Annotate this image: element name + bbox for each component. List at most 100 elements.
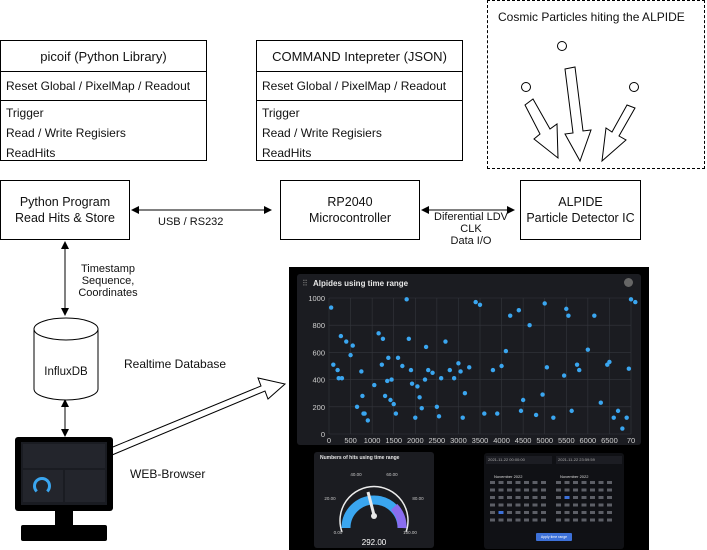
- apply-time-range-button[interactable]: Apply time range: [536, 533, 572, 541]
- calendar-day: [515, 488, 521, 492]
- particle-arrows: [521, 41, 639, 163]
- svg-text:80.00: 80.00: [412, 496, 424, 501]
- calendar-day: [607, 488, 612, 492]
- scatter-point: [408, 367, 414, 373]
- scatter-point: [339, 376, 345, 381]
- calendar-day: [556, 518, 561, 522]
- picoif-title: picoif (Python Library): [1, 41, 206, 72]
- x-tick-label: 1500: [385, 436, 402, 445]
- cosmic-particles-label: Cosmic Particles hiting the ALPIDE: [498, 10, 685, 24]
- calendar-day: [498, 511, 504, 514]
- influxdb-label: InfluxDB: [44, 366, 88, 378]
- scatter-point: [434, 404, 440, 409]
- scatter-point: [436, 414, 442, 419]
- scatter-point: [615, 408, 621, 414]
- scatter-point: [419, 405, 424, 411]
- calendar-day: [498, 496, 504, 499]
- scatter-point: [516, 308, 522, 313]
- x-tick-label: 6500: [601, 436, 618, 445]
- x-tick-label: 70: [627, 436, 635, 445]
- scatter-point: [385, 378, 390, 384]
- time-to-field[interactable]: 2021-11-22 23:59:59: [556, 456, 622, 464]
- monitor-stand: [55, 511, 73, 525]
- calendar-day: [507, 503, 512, 507]
- calendar-day: [532, 488, 538, 492]
- time-from-field[interactable]: 2021-11-22 00:00:00: [486, 456, 552, 464]
- scatter-point: [376, 331, 381, 336]
- calendar-day: [507, 481, 512, 484]
- calendar-day: [490, 488, 495, 492]
- calendar-day: [556, 481, 561, 484]
- scatter-point: [518, 408, 524, 414]
- calendar-day: [524, 496, 529, 499]
- scatter-point: [338, 333, 344, 339]
- scatter-point: [473, 299, 478, 305]
- calendar-day: [498, 518, 504, 522]
- calendar-day: [507, 511, 512, 514]
- ldv-line2: CLK: [460, 223, 482, 235]
- calendar-day: [590, 518, 595, 522]
- calendar-day: [590, 503, 595, 507]
- scatter-point: [354, 404, 360, 409]
- scatter-point: [409, 381, 415, 386]
- calendar-day: [607, 503, 612, 507]
- x-tick-label: 6000: [580, 436, 597, 445]
- scatter-point: [458, 369, 463, 374]
- scatter-point: [451, 376, 457, 381]
- scatter-point: [336, 376, 341, 381]
- calendar-day: [541, 518, 546, 522]
- scatter-point: [443, 339, 448, 344]
- scatter-point: [389, 377, 394, 382]
- calendar-day: [564, 488, 570, 492]
- scatter-point: [611, 415, 616, 420]
- database-cylinder-icon: [33, 317, 99, 401]
- calendar-day: [598, 503, 604, 507]
- x-tick-label: 500: [344, 436, 357, 445]
- scatter-point: [393, 411, 399, 416]
- calendar-day: [524, 511, 529, 514]
- ts-line1: Timestamp: [81, 263, 135, 275]
- calendar-day: [515, 503, 521, 507]
- command-row-trigger: Trigger: [262, 106, 300, 120]
- calendar-day: [590, 496, 595, 499]
- scatter-point: [447, 367, 452, 373]
- scatter-point: [395, 355, 401, 361]
- calendar-day: [573, 488, 578, 492]
- scatter-point: [404, 297, 409, 302]
- calendar-day: [515, 518, 521, 522]
- monitor-screen: [21, 442, 107, 505]
- scatter-point: [633, 299, 638, 305]
- command-title: COMMAND Intepreter (JSON): [257, 41, 462, 72]
- calendar-day: [581, 518, 587, 522]
- ts-line2: Sequence,: [81, 275, 135, 287]
- scatter-point: [566, 313, 571, 318]
- panel-menu-icon[interactable]: [624, 278, 633, 287]
- ldv-label: Diferential LDV CLK Data I/O: [430, 211, 512, 247]
- y-tick-label: 800: [312, 321, 325, 330]
- time-range-picker[interactable]: 2021-11-22 00:00:00 2021-11-22 23:59:59 …: [484, 453, 624, 549]
- scatter-point: [379, 362, 385, 367]
- calendar-day: [581, 488, 587, 492]
- x-tick-label: 4000: [493, 436, 510, 445]
- calendar-day: [515, 496, 521, 499]
- calendar-day: [607, 518, 612, 522]
- scatter-point: [542, 301, 547, 306]
- usb-label: USB / RS232: [158, 216, 224, 228]
- scatter-point: [386, 355, 391, 361]
- drag-handle-icon: ⠿: [302, 279, 308, 288]
- web-browser-label: WEB-Browser: [130, 467, 206, 481]
- command-row-reset: Reset Global / PixelMap / Readout: [257, 72, 462, 101]
- monitor-base: [21, 525, 107, 541]
- calendar-day: [556, 511, 561, 514]
- svg-text:20.00: 20.00: [324, 496, 336, 501]
- calendar-day: [598, 518, 604, 522]
- calendar-day: [541, 503, 546, 507]
- gauge-icon: 292.00 40.00 60.00 20.00 80.00 0.00 100.…: [324, 472, 424, 547]
- scatter-point: [365, 418, 371, 423]
- calendar-day: [498, 481, 504, 484]
- calendar-day: [507, 496, 512, 499]
- x-tick-label: 5500: [558, 436, 575, 445]
- calendar-day: [524, 503, 529, 507]
